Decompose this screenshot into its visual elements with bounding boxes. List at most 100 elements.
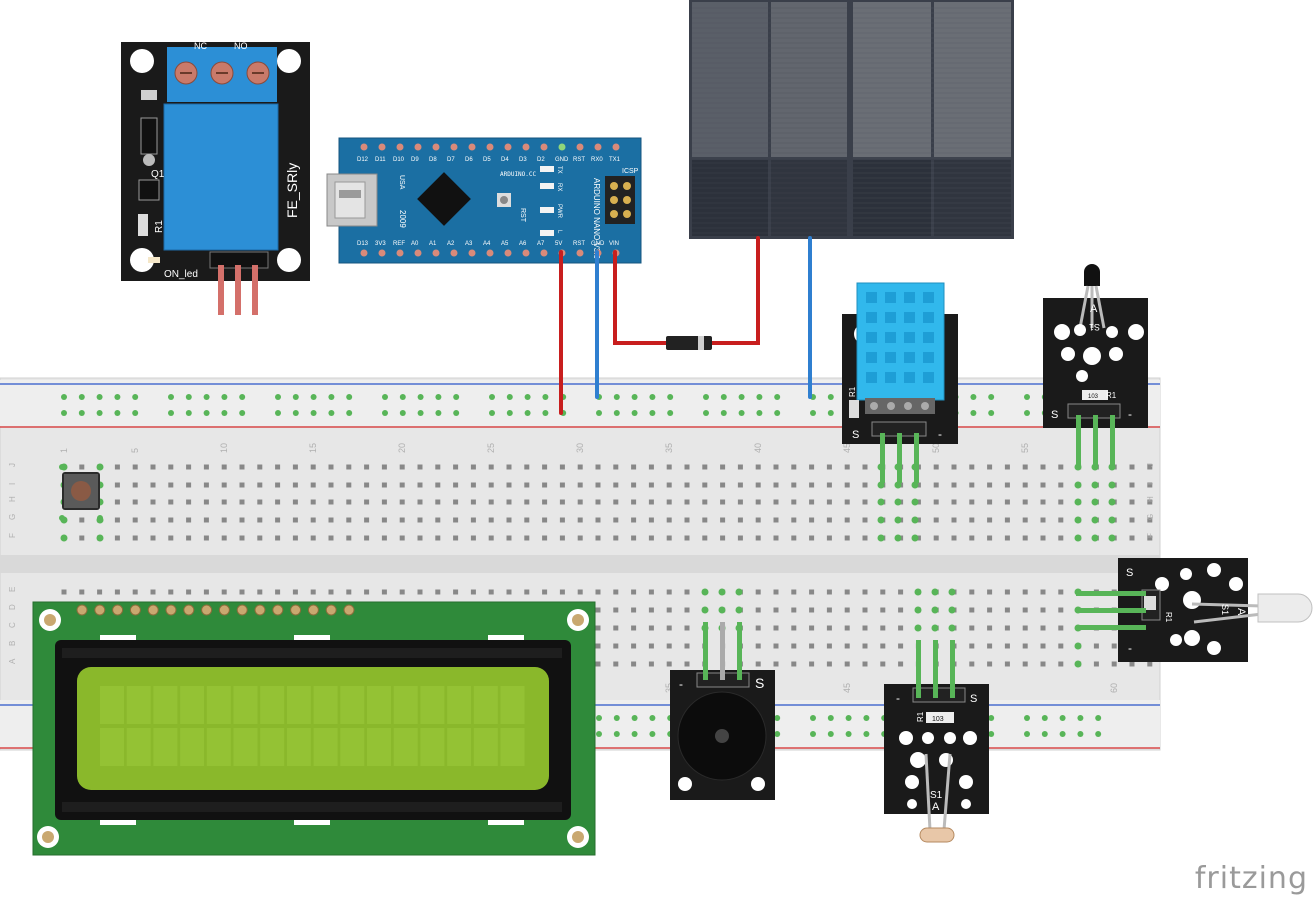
dht-vent bbox=[885, 312, 896, 323]
connected-hole bbox=[948, 606, 956, 614]
breadboard-hole bbox=[1147, 464, 1153, 470]
breadboard-hole bbox=[844, 607, 850, 613]
arduino-pin bbox=[576, 249, 584, 257]
breadboard-hole bbox=[506, 535, 512, 541]
connected-hole bbox=[1091, 481, 1099, 489]
arduino-pin-label: A4 bbox=[483, 241, 491, 247]
breadboard-hole bbox=[666, 535, 672, 541]
breadboard-hole bbox=[1004, 661, 1010, 667]
breadboard-hole bbox=[1004, 464, 1010, 470]
rail-hole bbox=[310, 394, 317, 400]
connected-hole bbox=[931, 624, 939, 632]
row-letter: H bbox=[8, 496, 17, 502]
breadboard-hole bbox=[435, 482, 441, 488]
connected-hole bbox=[911, 516, 919, 524]
breadboard-hole bbox=[559, 517, 565, 523]
rail-hole bbox=[1059, 731, 1066, 737]
dht-vent bbox=[904, 292, 915, 303]
lcd-pin bbox=[201, 604, 213, 616]
breadboard-hole bbox=[488, 499, 494, 505]
ir-r1-label: R1 bbox=[1164, 612, 1173, 623]
arduino-nano: RST ARDUINO.CC USA 2009 ARDUINO NANO V3.… bbox=[326, 137, 642, 264]
connected-hole bbox=[718, 588, 726, 596]
breadboard-hole bbox=[951, 517, 957, 523]
column-number: 5 bbox=[130, 448, 140, 453]
connected-hole bbox=[1074, 660, 1082, 668]
arduino-pin-label: D13 bbox=[357, 241, 369, 247]
arduino-year-label: 2009 bbox=[398, 210, 407, 228]
breadboard-hole bbox=[987, 661, 993, 667]
breadboard-hole bbox=[435, 535, 441, 541]
rail-hole bbox=[774, 394, 781, 400]
breadboard-hole bbox=[114, 482, 120, 488]
breadboard-hole bbox=[453, 499, 459, 505]
lcd-pin bbox=[325, 604, 337, 616]
dht-vent bbox=[885, 292, 896, 303]
arduino-pin-label: GND bbox=[555, 157, 569, 163]
breadboard-hole bbox=[1040, 499, 1046, 505]
arduino-pin-label: D8 bbox=[429, 157, 437, 163]
row-letter: I bbox=[1146, 483, 1155, 485]
breadboard-hole bbox=[559, 535, 565, 541]
rail-hole bbox=[845, 731, 852, 737]
breadboard-hole bbox=[150, 589, 156, 595]
breadboard-hole bbox=[275, 517, 281, 523]
breadboard-hole bbox=[1129, 535, 1135, 541]
wire-solar-positive-red bbox=[710, 236, 760, 345]
breadboard-hole bbox=[1129, 464, 1135, 470]
lcd-pin bbox=[218, 604, 230, 616]
lcd-char-cell bbox=[286, 686, 311, 724]
breadboard-hole bbox=[595, 517, 601, 523]
rail-hole bbox=[328, 410, 335, 416]
breadboard-hole bbox=[114, 535, 120, 541]
arduino-pin-label: D5 bbox=[483, 157, 491, 163]
breadboard-hole bbox=[755, 517, 761, 523]
arduino-pin bbox=[522, 249, 530, 257]
connected-hole bbox=[735, 606, 743, 614]
connected-hole bbox=[1108, 498, 1116, 506]
connected-hole bbox=[96, 534, 104, 542]
ir-transmitter-module: S - R1 A S1 bbox=[1076, 558, 1313, 662]
breadboard-hole bbox=[542, 464, 548, 470]
breadboard-hole bbox=[470, 482, 476, 488]
breadboard-hole bbox=[203, 589, 209, 595]
rail-hole bbox=[399, 394, 406, 400]
breadboard-hole bbox=[1022, 517, 1028, 523]
connected-hole bbox=[931, 588, 939, 596]
breadboard-hole bbox=[702, 535, 708, 541]
push-button[interactable] bbox=[59, 464, 103, 521]
breadboard-hole bbox=[844, 625, 850, 631]
breadboard-hole bbox=[1058, 589, 1064, 595]
breadboard-hole bbox=[1040, 517, 1046, 523]
breadboard-hole bbox=[648, 499, 654, 505]
rail-hole bbox=[453, 394, 460, 400]
breadboard-hole bbox=[1058, 643, 1064, 649]
rail-hole bbox=[756, 410, 763, 416]
breadboard-hole bbox=[951, 464, 957, 470]
breadboard-hole bbox=[559, 589, 565, 595]
breadboard-hole bbox=[381, 589, 387, 595]
connected-hole bbox=[948, 588, 956, 596]
breadboard-hole bbox=[969, 535, 975, 541]
arduino-pin bbox=[540, 143, 548, 151]
breadboard-hole bbox=[328, 482, 334, 488]
row-letter: J bbox=[1146, 463, 1155, 467]
breadboard-hole bbox=[809, 482, 815, 488]
connected-hole bbox=[911, 498, 919, 506]
connected-hole bbox=[911, 534, 919, 542]
breadboard-hole bbox=[186, 589, 192, 595]
breadboard-hole bbox=[275, 482, 281, 488]
rail-hole bbox=[845, 715, 852, 721]
column-number: 20 bbox=[397, 443, 407, 453]
breadboard-hole bbox=[257, 464, 263, 470]
breadboard-hole bbox=[933, 535, 939, 541]
rail-hole bbox=[756, 394, 763, 400]
breadboard-hole bbox=[595, 482, 601, 488]
breadboard-hole bbox=[435, 517, 441, 523]
breadboard-hole bbox=[239, 499, 245, 505]
breadboard-hole bbox=[453, 589, 459, 595]
breadboard-hole bbox=[114, 517, 120, 523]
connected-hole bbox=[877, 534, 885, 542]
rail-hole bbox=[1095, 715, 1102, 721]
